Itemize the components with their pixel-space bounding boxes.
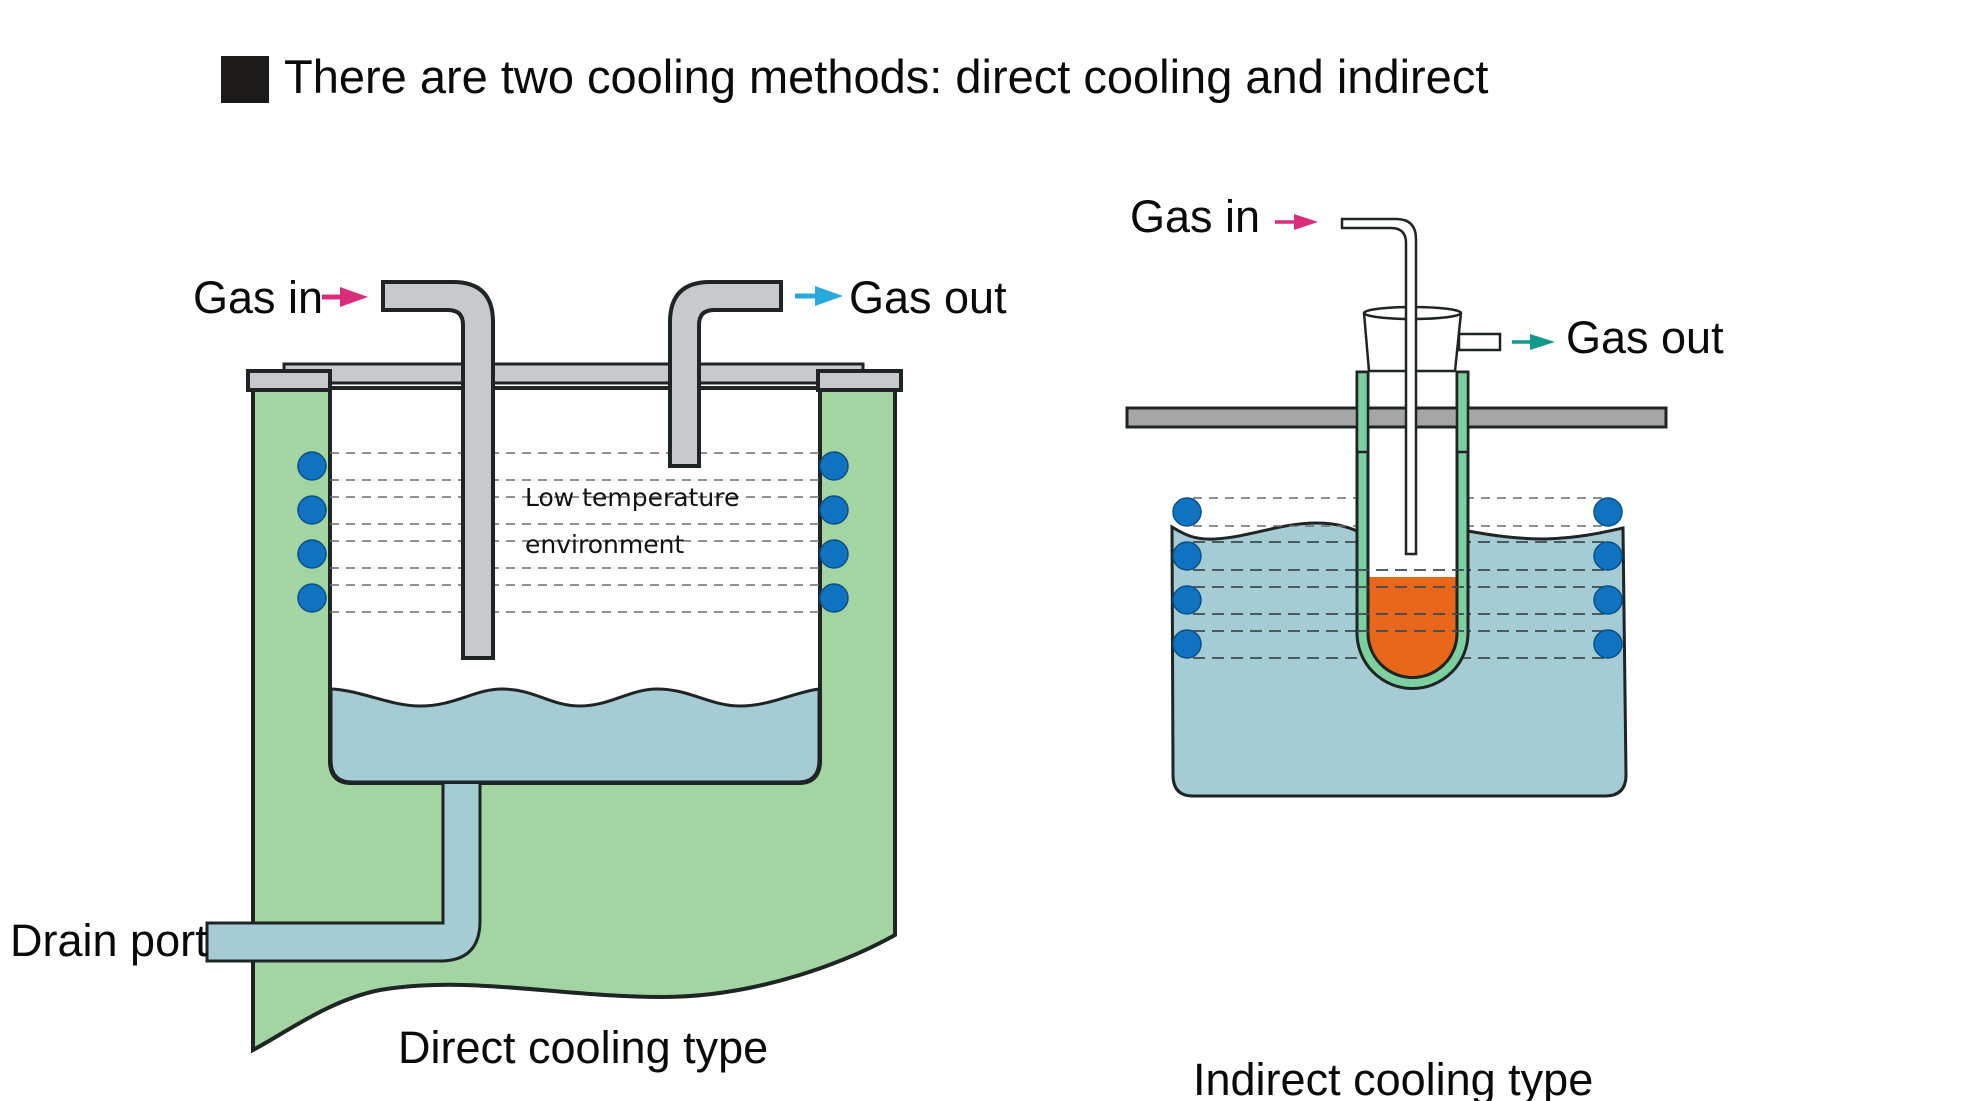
support-plate	[1125, 406, 1668, 429]
gas-in-arrow-icon	[322, 287, 368, 307]
indirect-cooling-caption: Indirect cooling type	[1193, 1054, 1593, 1101]
coil-icon	[1593, 541, 1623, 571]
coil-icon	[297, 583, 327, 613]
coil-icon	[819, 451, 849, 481]
coil-icon	[297, 451, 327, 481]
environment-label-line1: Low temperature	[525, 483, 739, 512]
drain-port-label: Drain port	[10, 915, 208, 966]
gas-inlet-tube	[1340, 217, 1418, 556]
coil-icon	[297, 495, 327, 525]
drain-pipe	[205, 784, 482, 963]
coil-icon	[1593, 497, 1623, 527]
direct-gas-out-label: Gas out	[849, 272, 1007, 323]
right-flange	[816, 369, 903, 392]
left-flange	[246, 369, 332, 392]
gas-out-arrow-icon	[795, 286, 843, 306]
header: There are two cooling methods: direct co…	[221, 50, 1488, 103]
condensate-liquid	[329, 687, 821, 784]
coil-icon	[1172, 541, 1202, 571]
coil-icon	[819, 583, 849, 613]
tube-wall-left	[1355, 370, 1370, 454]
gas-in-arrow-icon	[1275, 214, 1318, 230]
direct-cooling-diagram: Low temperature environment Gas in Gas o…	[10, 272, 1007, 1073]
low-temperature-lines	[330, 452, 820, 613]
coil-icon	[1593, 585, 1623, 615]
direct-cooling-caption: Direct cooling type	[398, 1022, 768, 1073]
page-title: There are two cooling methods: direct co…	[284, 50, 1488, 103]
coil-icon	[1593, 629, 1623, 659]
gas-inlet-pipe	[381, 280, 495, 660]
gas-out-arrow-icon	[1512, 334, 1555, 350]
environment-label-line2: environment	[525, 530, 684, 559]
side-outlet-tube	[1457, 332, 1502, 352]
coil-icon	[819, 495, 849, 525]
test-tube-inner-outline	[1366, 372, 1459, 679]
left-cooling-coils	[297, 451, 327, 613]
direct-gas-in-label: Gas in	[193, 272, 323, 323]
right-cooling-coils	[819, 451, 849, 613]
indirect-cooling-diagram: Gas in Gas out Indirect cooling type	[1125, 191, 1724, 1101]
gas-outlet-pipe	[668, 280, 783, 468]
right-cooling-coils	[1593, 497, 1623, 659]
coil-icon	[1172, 497, 1202, 527]
lid-bar	[282, 362, 865, 385]
coil-icon	[1172, 585, 1202, 615]
coil-icon	[819, 539, 849, 569]
black-square-icon	[221, 56, 269, 103]
indirect-gas-out-label: Gas out	[1566, 312, 1724, 363]
left-cooling-coils	[1172, 497, 1202, 659]
coil-icon	[297, 539, 327, 569]
tube-wall-right	[1455, 370, 1470, 454]
indirect-gas-in-label: Gas in	[1130, 191, 1260, 242]
sample-liquid	[1369, 577, 1456, 677]
coil-icon	[1172, 629, 1202, 659]
